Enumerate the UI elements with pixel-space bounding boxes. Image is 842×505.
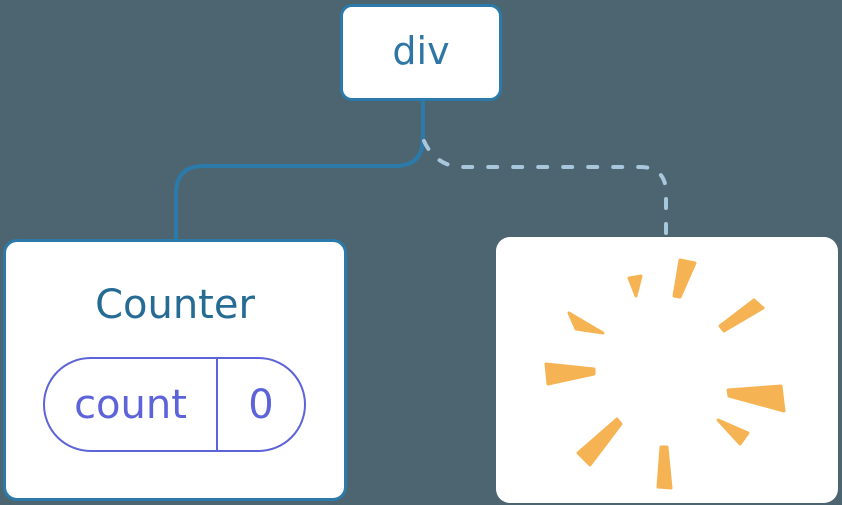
poof-ray: [576, 417, 623, 467]
poof-ray: [567, 311, 605, 335]
poof-ray: [627, 274, 643, 298]
root-node: div: [340, 4, 502, 101]
removed-node: [496, 237, 838, 503]
poof-ray: [726, 384, 786, 413]
poof-burst-icon: [544, 258, 786, 490]
edge-root-to-counter-solid: [174, 99, 425, 241]
counter-node: Counter count 0: [3, 239, 347, 501]
poof-ray: [718, 298, 765, 333]
poof-ray: [716, 418, 750, 446]
edge-root-to-removed-dashed: [422, 139, 668, 238]
poof-ray: [672, 258, 697, 299]
root-node-label: div: [392, 28, 450, 73]
poof-ray: [544, 362, 596, 386]
poof-ray: [656, 445, 673, 490]
state-pill: count 0: [43, 357, 306, 452]
state-value: 0: [216, 359, 304, 450]
state-name-label: count: [74, 381, 187, 428]
counter-node-title: Counter: [95, 282, 255, 328]
